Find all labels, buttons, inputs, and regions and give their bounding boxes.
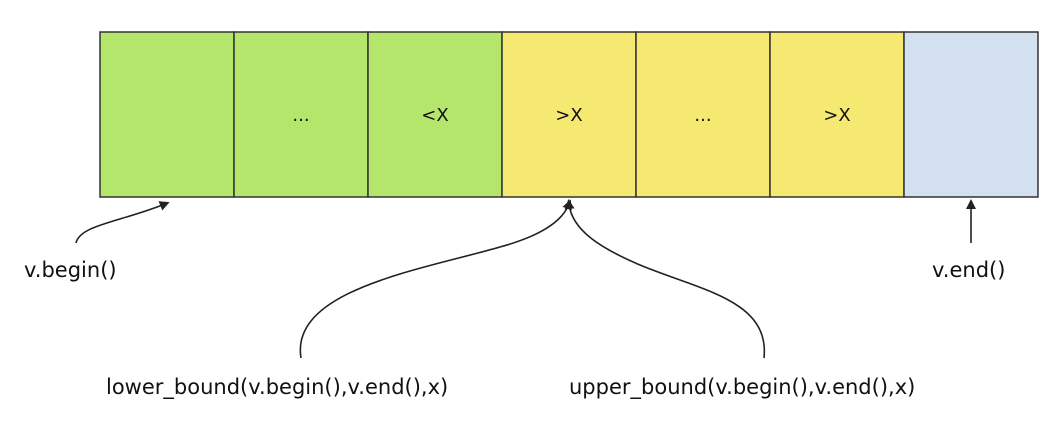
array-cell-4: ...: [635, 31, 771, 198]
begin-pointer-arrow: [75, 201, 170, 244]
array-cell-1-box: [233, 31, 369, 198]
array-cell-end: [903, 31, 1039, 198]
array-cell-end-box: [903, 31, 1039, 198]
array-cell-1: ...: [233, 31, 369, 198]
array-cell-1-label: ...: [292, 105, 309, 126]
upper-bound-label: upper_bound(v.begin(),v.end(),x): [569, 375, 915, 400]
array-cell-2-box: [367, 31, 503, 198]
array-cell-4-label: ...: [694, 105, 711, 126]
array-cell-3-box: [501, 31, 637, 198]
upper-bound-pointer-arrow: [564, 199, 765, 359]
lower-bound-label: lower_bound(v.begin(),v.end(),x): [106, 375, 448, 400]
begin-label: v.begin(): [24, 258, 117, 282]
array-cell-0-box: [99, 31, 235, 198]
array-cell-4-box: [635, 31, 771, 198]
array-cell-0: [99, 31, 235, 198]
array-cell-5: >X: [769, 31, 905, 198]
array-cell-2-label: <X: [421, 105, 448, 126]
end-label: v.end(): [932, 258, 1005, 282]
array-row: ... <X >X ... >X: [99, 31, 1039, 198]
array-cell-2: <X: [367, 31, 503, 198]
array-cell-5-box: [769, 31, 905, 198]
array-cell-3: >X: [501, 31, 637, 198]
array-cell-5-label: >X: [823, 105, 850, 126]
lower-bound-pointer-arrow: [299, 199, 572, 359]
array-cell-3-label: >X: [555, 105, 582, 126]
